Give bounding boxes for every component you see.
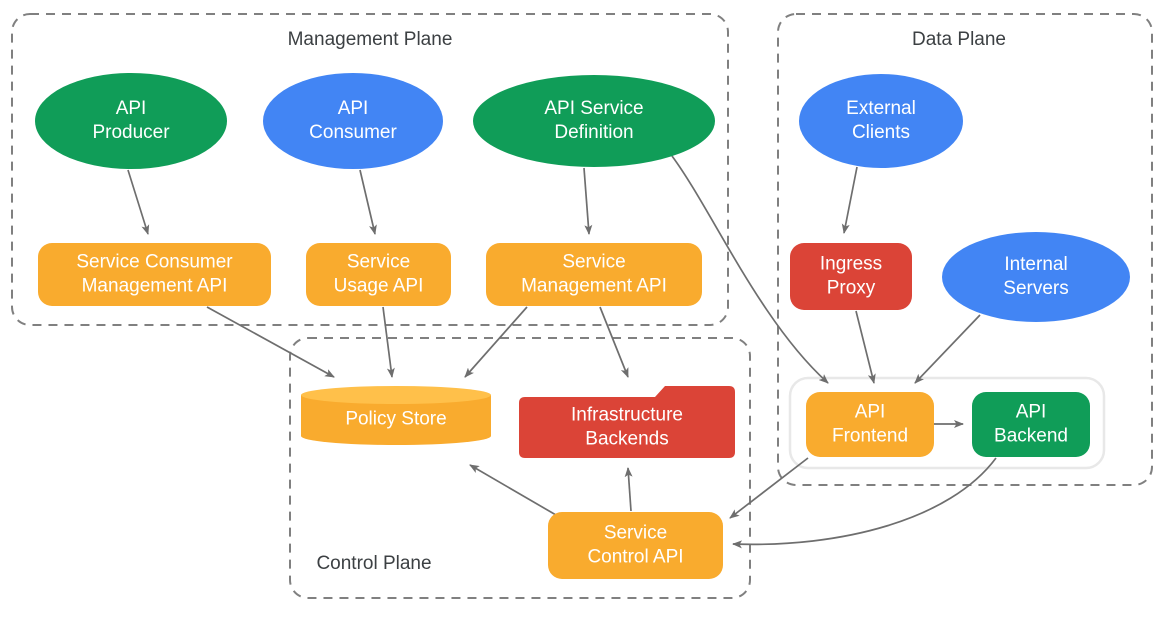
groups-layer <box>788 376 1106 470</box>
service-management-api-rect <box>486 243 702 306</box>
ingress-proxy-rect <box>790 243 912 310</box>
infrastructure-backends-folder <box>519 386 735 458</box>
service-usage-api-rect <box>306 243 451 306</box>
service-consumer-management-api-rect <box>38 243 271 306</box>
edge-service-management-api-to-infrastructure-backends <box>599 306 629 378</box>
edge-service-consumer-management-api-to-policy-store <box>206 306 335 378</box>
data-plane-border <box>777 13 1153 486</box>
edge-api-backend-to-service-control-api <box>732 457 997 549</box>
api-service-definition-ellipse <box>473 75 715 167</box>
management-plane-label: Management Plane <box>288 29 453 50</box>
service-control-api-rect <box>548 512 723 579</box>
api-producer-ellipse <box>35 73 227 169</box>
policy-store-cylinder-top <box>301 386 491 404</box>
edge-api-service-definition-to-api-frontend <box>671 155 829 384</box>
node-policy-store[interactable]: Policy Store <box>301 386 491 445</box>
api-consumer-ellipse <box>263 73 443 169</box>
edge-api-producer-to-service-consumer-management-api <box>127 169 150 235</box>
management-plane: Management Plane <box>11 13 729 326</box>
edge-service-control-api-to-policy-store <box>469 464 557 516</box>
edge-service-management-api-to-policy-store <box>464 306 528 378</box>
control-plane: Control Plane <box>289 337 751 599</box>
edge-api-service-definition-to-service-management-api <box>583 167 593 235</box>
edge-ingress-proxy-to-api-frontend <box>855 310 876 384</box>
data-plane: Data Plane <box>777 13 1153 486</box>
policy-store-cylinder-body <box>301 395 491 445</box>
edge-internal-servers-to-api-frontend <box>914 314 981 384</box>
management-plane-border <box>11 13 729 326</box>
control-plane-border <box>289 337 751 599</box>
api-runtime-group <box>788 376 1106 470</box>
data-plane-label: Data Plane <box>912 29 1006 50</box>
edge-api-consumer-to-service-usage-api <box>359 169 377 235</box>
api-frontend-rect <box>806 392 934 457</box>
edge-service-usage-api-to-policy-store <box>382 306 395 378</box>
control-plane-label: Control Plane <box>316 553 431 574</box>
api-backend-rect <box>972 392 1090 457</box>
edge-external-clients-to-ingress-proxy <box>841 166 858 234</box>
edge-api-frontend-to-service-control-api <box>729 457 809 519</box>
edges-layer <box>127 155 997 549</box>
edge-service-control-api-to-infrastructure-backends <box>624 467 633 512</box>
internal-servers-ellipse <box>942 232 1130 322</box>
external-clients-ellipse <box>799 74 963 168</box>
policy-store-label: Policy Store <box>345 409 446 430</box>
